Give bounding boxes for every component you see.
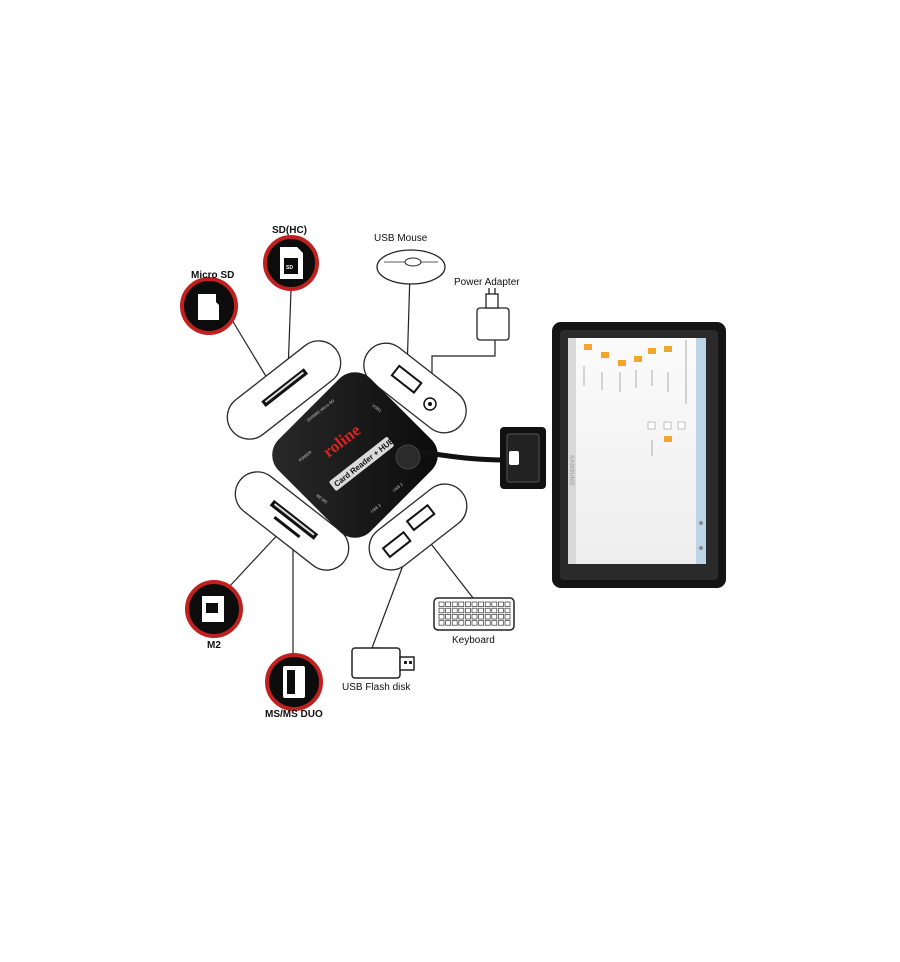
svg-text:USB 3: USB 3 bbox=[370, 502, 383, 514]
keyboard-key bbox=[445, 601, 451, 607]
keyboard-icon bbox=[433, 597, 515, 631]
keyboard-key bbox=[458, 601, 465, 607]
ms-duo-label: MS/MS DUO bbox=[265, 709, 323, 720]
keyboard-key bbox=[445, 607, 451, 614]
keyboard-key bbox=[438, 620, 445, 626]
svg-text:USB1: USB1 bbox=[371, 403, 383, 414]
usb-mouse-icon bbox=[376, 249, 446, 285]
keyboard-key bbox=[471, 607, 478, 614]
micro-sd-label: Micro SD bbox=[191, 270, 235, 281]
keyboard-key bbox=[498, 614, 504, 620]
keyboard-key bbox=[491, 607, 498, 614]
keyboard-key bbox=[471, 620, 478, 626]
svg-text:M2 MS: M2 MS bbox=[315, 493, 328, 505]
keyboard-key bbox=[491, 614, 498, 620]
keyboard-key bbox=[465, 607, 471, 614]
keyboard-label: Keyboard bbox=[452, 635, 495, 646]
usb-mouse-label: USB Mouse bbox=[374, 233, 428, 244]
keyboard-key bbox=[484, 620, 491, 626]
keyboard-key bbox=[451, 620, 458, 626]
keyboard-key bbox=[445, 620, 451, 626]
ms-duo-card-icon bbox=[265, 653, 323, 711]
keyboard-key bbox=[498, 601, 504, 607]
sd-hc-label: SD(HC) bbox=[272, 225, 307, 236]
keyboard-key bbox=[458, 607, 465, 614]
m2-label: M2 bbox=[207, 640, 221, 651]
keyboard-key bbox=[438, 607, 445, 614]
keyboard-key bbox=[438, 601, 445, 607]
keyboard-key bbox=[478, 620, 484, 626]
keyboard-key bbox=[465, 601, 471, 607]
keyboard-key bbox=[458, 614, 465, 620]
keyboard-key bbox=[504, 620, 511, 626]
keyboard-key bbox=[458, 620, 465, 626]
micro-sd-icon bbox=[180, 277, 238, 335]
keyboard-key bbox=[451, 607, 458, 614]
keyboard-key bbox=[484, 614, 491, 620]
keyboard-key bbox=[465, 620, 471, 626]
keyboard-key bbox=[478, 601, 484, 607]
sd-card-icon: SD bbox=[263, 235, 319, 291]
keyboard-key bbox=[504, 614, 511, 620]
keyboard-key bbox=[478, 614, 484, 620]
tablet: SAMSUNG bbox=[552, 322, 726, 588]
keyboard-key bbox=[504, 607, 511, 614]
svg-text:SD: SD bbox=[286, 265, 293, 271]
keyboard-key bbox=[484, 607, 491, 614]
power-adapter-label: Power Adapter bbox=[454, 277, 520, 288]
keyboard-key bbox=[491, 620, 498, 626]
slot-details bbox=[261, 364, 437, 559]
keyboard-key bbox=[484, 601, 491, 607]
keyboard-key bbox=[504, 601, 511, 607]
svg-text:USB 2: USB 2 bbox=[392, 481, 405, 493]
keyboard-key bbox=[478, 607, 484, 614]
m2-card-icon bbox=[185, 580, 243, 638]
keyboard-key bbox=[471, 614, 478, 620]
keyboard-key bbox=[471, 601, 478, 607]
power-adapter-icon bbox=[476, 288, 510, 341]
keyboard-key bbox=[465, 614, 471, 620]
keyboard-key bbox=[438, 614, 445, 620]
keyboard-key bbox=[491, 601, 498, 607]
keyboard-key bbox=[498, 620, 504, 626]
usb-flash-disk-icon bbox=[351, 647, 415, 679]
keyboard-key bbox=[445, 614, 451, 620]
keyboard-key bbox=[451, 614, 458, 620]
tablet-cable bbox=[419, 427, 546, 489]
keyboard-key bbox=[451, 601, 458, 607]
keyboard-key bbox=[498, 607, 504, 614]
usb-flash-disk-label: USB Flash disk bbox=[342, 682, 411, 693]
tablet-brand: SAMSUNG bbox=[568, 455, 574, 486]
card-reader-hub: POWER SD/MMC Micro SD USB1 USB 3 USB 2 M… bbox=[272, 372, 438, 538]
